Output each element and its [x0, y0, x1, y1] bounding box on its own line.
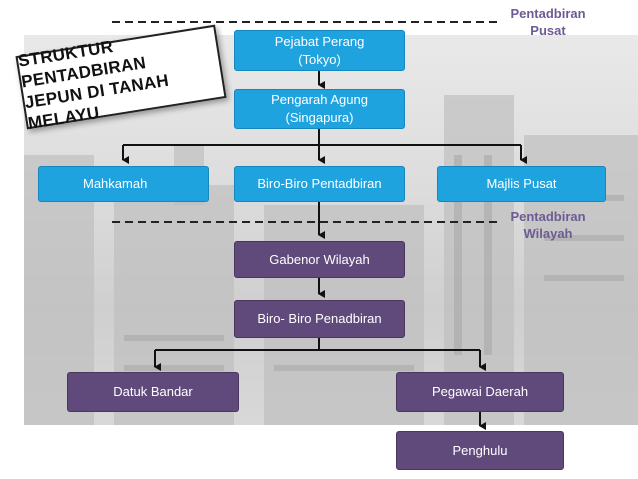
- node-majlis-pusat-label: Majlis Pusat: [486, 176, 557, 191]
- node-pengarah-agung-line-2: (Singapura): [285, 110, 354, 125]
- node-pegawai-daerah-label: Pegawai Daerah: [431, 384, 529, 399]
- node-biro-biro-penadbiran-label: Biro- Biro Penadbiran: [257, 311, 382, 326]
- node-pengarah-agung: Pengarah Agung (Singapura): [234, 89, 405, 129]
- node-pengarah-agung-line-1: Pengarah Agung: [271, 92, 368, 107]
- node-biro-biro-pentadbiran-label: Biro-Biro Pentadbiran: [257, 176, 382, 191]
- node-pejabat-perang: Pejabat Perang (Tokyo): [234, 30, 405, 71]
- node-datuk-bandar-label: Datuk Bandar: [113, 384, 193, 399]
- node-penghulu-label: Penghulu: [452, 442, 508, 458]
- label-pentadbiran-pusat: Pentadbiran Pusat: [498, 5, 598, 39]
- node-mahkamah: Mahkamah: [38, 166, 209, 202]
- node-biro-biro-penadbiran: Biro- Biro Penadbiran: [234, 300, 405, 338]
- node-gabenor-wilayah: Gabenor Wilayah: [234, 241, 405, 278]
- label-pentadbiran-wilayah: Pentadbiran Wilayah: [498, 208, 598, 242]
- node-pejabat-perang-line-2: (Tokyo): [298, 51, 341, 67]
- node-datuk-bandar: Datuk Bandar: [67, 372, 239, 412]
- label-pusat-line-1: Pentadbiran: [510, 6, 586, 21]
- label-wilayah-line-1: Pentadbiran: [510, 209, 586, 224]
- node-gabenor-wilayah-label: Gabenor Wilayah: [269, 251, 370, 267]
- node-pegawai-daerah: Pegawai Daerah: [396, 372, 564, 412]
- label-pusat-line-2: Pusat: [530, 23, 566, 38]
- node-biro-biro-pentadbiran: Biro-Biro Pentadbiran: [234, 166, 405, 202]
- label-wilayah-line-2: Wilayah: [523, 226, 573, 241]
- node-mahkamah-label: Mahkamah: [83, 176, 148, 191]
- node-penghulu: Penghulu: [396, 431, 564, 470]
- node-pejabat-perang-line-1: Pejabat Perang: [274, 33, 365, 49]
- node-majlis-pusat: Majlis Pusat: [437, 166, 606, 202]
